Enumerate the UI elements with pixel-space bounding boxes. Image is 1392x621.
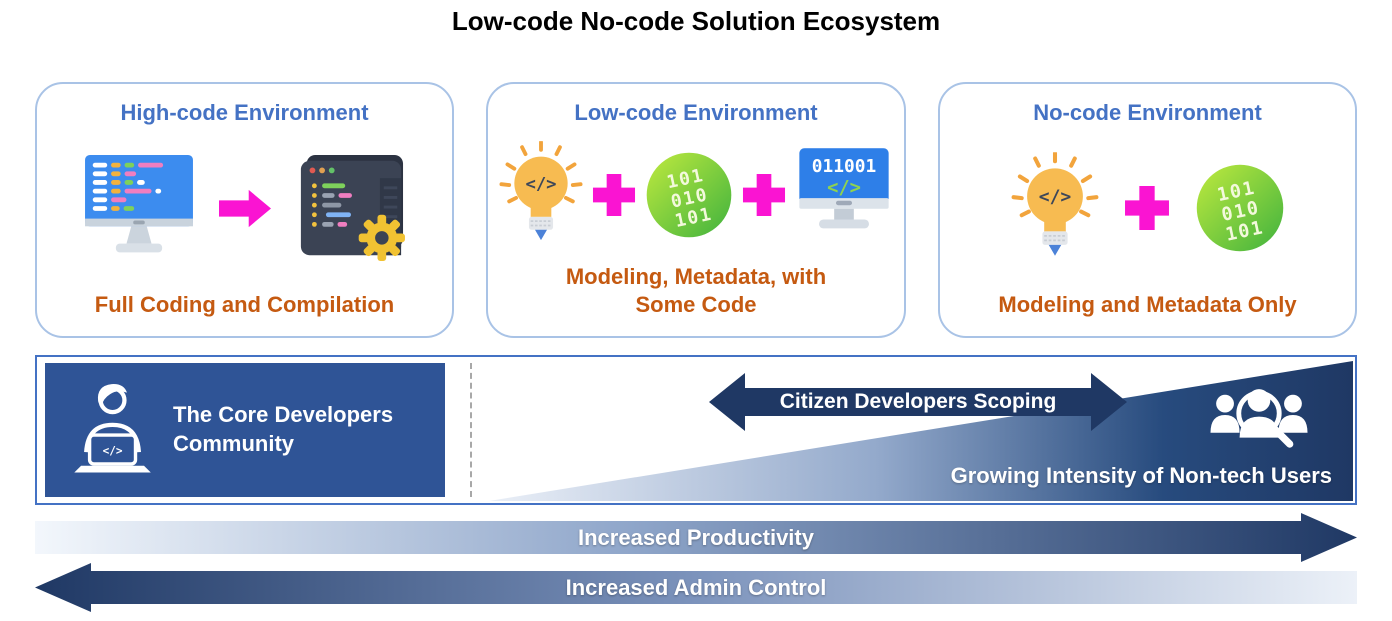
citizen-developers-arrow: Citizen Developers Scoping (709, 371, 1127, 433)
code-tag-text: </> (827, 178, 861, 199)
card-low-code: Low-code Environment </> 101 010 101 (486, 82, 906, 338)
binary-text: 011001 (812, 156, 876, 177)
core-developers-box: </> The Core Developers Community (45, 363, 445, 497)
bulb-code-glyph: </> (1038, 187, 1071, 208)
source-code-monitor-icon (81, 155, 197, 261)
card-no-code-title: No-code Environment (1033, 100, 1262, 125)
card-no-code-icons: </> 101 010 101 (1010, 126, 1286, 291)
idea-code-bulb-icon: </> (498, 141, 584, 248)
card-low-code-caption: Modeling, Metadata, with Some Code (565, 264, 827, 317)
left-arrow-shape (35, 563, 1357, 612)
right-arrow-shape (35, 513, 1357, 562)
developer-laptop-icon: </> (59, 373, 161, 487)
compiled-app-gear-icon (293, 155, 409, 261)
core-developers-label: The Core Developers Community (173, 402, 394, 456)
increased-admin-control-label: Increased Admin Control (565, 574, 827, 600)
binary-monitor-icon: 011001 </> (794, 148, 894, 241)
card-high-code-caption: Full Coding and Compilation (94, 291, 395, 317)
plus-icon (742, 173, 786, 217)
citizen-developers-label: Citizen Developers Scoping (779, 390, 1057, 413)
laptop-code-glyph: </> (103, 445, 123, 458)
card-low-code-icons: </> 101 010 101 011001 </> (498, 126, 894, 263)
plus-icon (1124, 185, 1170, 231)
card-high-code: High-code Environment Full Coding and Co… (35, 82, 454, 338)
diagram-title: Low-code No-code Solution Ecosystem (451, 6, 941, 36)
binary-ball-icon: 101 010 101 (644, 150, 734, 240)
divider-dashed-line (470, 363, 472, 497)
card-no-code: No-code Environment </> 101 010 101 Mode… (938, 82, 1357, 338)
growing-intensity-label: Growing Intensity of Non-tech Users (950, 463, 1332, 488)
transform-arrow-icon (219, 186, 271, 231)
non-tech-users-magnifier-icon (1205, 381, 1313, 457)
bulb-code-glyph: </> (525, 174, 556, 194)
card-no-code-caption: Modeling and Metadata Only (998, 291, 1297, 317)
idea-code-bulb-icon: </> (1010, 152, 1100, 264)
card-high-code-title: High-code Environment (120, 100, 369, 125)
double-arrow-shape (709, 373, 1127, 431)
card-low-code-title: Low-code Environment (574, 100, 818, 125)
increased-admin-control-arrow: Increased Admin Control (35, 563, 1357, 612)
increased-productivity-label: Increased Productivity (578, 524, 814, 550)
increased-productivity-arrow: Increased Productivity (35, 513, 1357, 562)
developers-band: </> The Core Developers Community Citize… (35, 355, 1357, 505)
plus-icon (592, 173, 636, 217)
card-high-code-icons (81, 126, 409, 291)
environment-cards-row: High-code Environment Full Coding and Co… (35, 82, 1357, 338)
binary-ball-icon: 101 010 101 (1194, 162, 1286, 254)
